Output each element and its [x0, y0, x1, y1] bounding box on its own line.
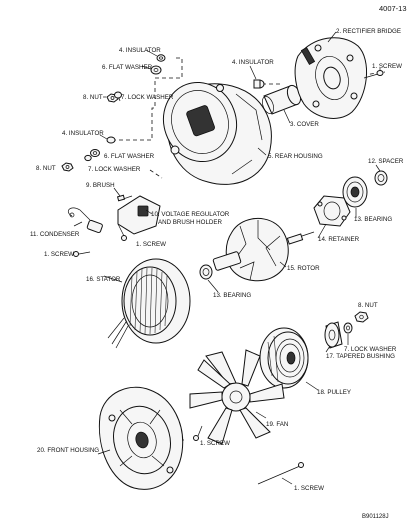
label-pulley: 18. PULLEY: [317, 389, 351, 396]
label-rectifier-bridge: 2. RECTIFIER BRIDGE: [336, 28, 401, 35]
spacer-part: [374, 170, 388, 186]
rear-housing-part: [163, 81, 272, 185]
label-fan: 19. FAN: [266, 421, 288, 428]
label-stator: 16. STATOR: [86, 276, 121, 283]
label-condenser: 11. CONDENSER: [30, 231, 80, 238]
label-retainer: 14. RETAINER: [318, 236, 360, 243]
front-housing-part: [98, 386, 184, 490]
cover-part: [262, 84, 302, 115]
lock-washer-top-part: [114, 91, 122, 99]
label-spacer: 12. SPACER: [368, 158, 404, 165]
label-screw-bottom-left: 1. SCREW: [200, 440, 230, 447]
label-voltage-regulator-2: AND BRUSH HOLDER: [158, 219, 222, 226]
label-nut-right: 8. NUT: [358, 302, 378, 309]
screw-bottom-right-part: [257, 462, 304, 485]
label-voltage-regulator-1: 10. VOLTAGE REGULATOR: [151, 211, 230, 218]
leader-lines: [73, 31, 381, 485]
flat-washer-left-part: [90, 149, 100, 157]
lock-washer-left-part: [84, 154, 92, 162]
label-bearing-center: 13. BEARING: [213, 292, 251, 299]
label-lock-washer-top: 7. LOCK WASHER: [121, 94, 174, 101]
label-front-housing: 20. FRONT HOUSING: [37, 447, 99, 454]
label-brush: 9. BRUSH: [86, 182, 115, 189]
label-lock-washer-left: 7. LOCK WASHER: [88, 166, 141, 173]
tapered-bushing-part: [324, 321, 343, 349]
label-rotor: 15. ROTOR: [287, 265, 320, 272]
label-lock-washer-right: 7. LOCK WASHER: [344, 346, 397, 353]
flat-washer-top-part: [150, 65, 162, 75]
label-insulator-left: 4. INSULATOR: [62, 130, 104, 137]
label-nut-top: 8. NUT: [83, 94, 103, 101]
label-screw-left: 1. SCREW: [44, 251, 74, 258]
brush-part: [116, 194, 133, 202]
bearing-right-part: [342, 176, 368, 208]
screw-bottom-left-part: [193, 425, 203, 441]
insulator-left-part: [106, 136, 116, 144]
label-screw-top-right: 1. SCREW: [372, 63, 402, 70]
condenser-part: [68, 207, 103, 234]
stator-part: [107, 258, 191, 349]
nut-right-part: [354, 311, 369, 323]
rotor-part: [212, 217, 315, 282]
label-insulator-right: 4. INSULATOR: [232, 59, 274, 66]
label-flat-washer-top: 6. FLAT WASHER: [102, 64, 153, 71]
label-screw-regulator: 1. SCREW: [136, 241, 166, 248]
pulley-part: [259, 327, 309, 389]
rectifier-bridge-part: [294, 37, 368, 119]
doc-number: 4007-13: [379, 4, 407, 13]
figure-code: B901128J: [362, 514, 389, 520]
label-flat-washer-left: 6. FLAT WASHER: [104, 153, 155, 160]
voltage-regulator-part: [117, 195, 161, 241]
screw-top-right-part: [363, 70, 384, 79]
insulator-right-part: [253, 79, 265, 89]
retainer-part: [313, 195, 351, 227]
label-rear-housing: 5. REAR HOUSING: [268, 153, 323, 160]
bearing-center-part: [199, 264, 213, 280]
label-cover: 3. COVER: [290, 121, 319, 128]
label-bearing-right: 13. BEARING: [354, 216, 392, 223]
lock-washer-right-part: [343, 322, 353, 334]
insulator-top-part: [156, 54, 166, 62]
label-screw-bottom-right: 1. SCREW: [294, 485, 324, 492]
label-tapered-bushing: 17. TAPERED BUSHING: [326, 353, 395, 360]
screw-left-part: [73, 251, 91, 257]
nut-left-part: [61, 162, 74, 172]
label-nut-left: 8. NUT: [36, 165, 56, 172]
label-insulator-top: 4. INSULATOR: [119, 47, 161, 54]
fan-part: [189, 349, 285, 445]
